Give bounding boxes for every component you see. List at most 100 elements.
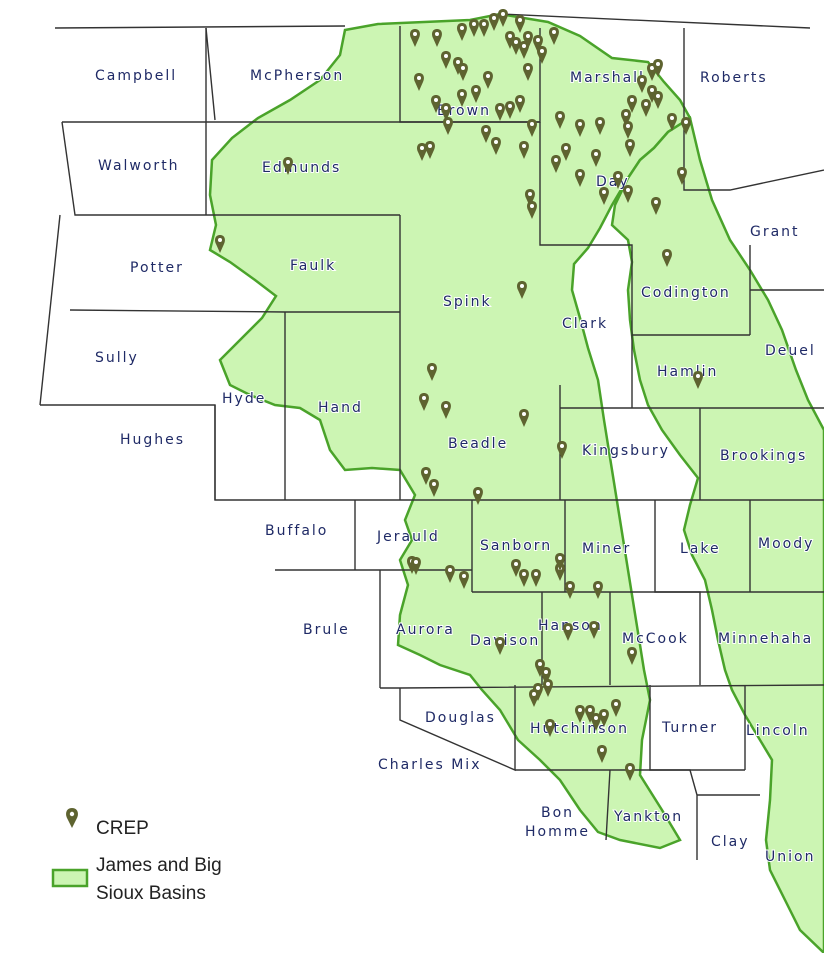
county-label: Hughes: [120, 432, 185, 448]
county-label: Clark: [562, 316, 608, 332]
county-label: Miner: [582, 541, 631, 557]
county-label: Lincoln: [746, 723, 810, 739]
county-label: Minnehaha: [718, 631, 813, 647]
crep-marker: [441, 51, 451, 69]
county-label: Edmunds: [262, 160, 341, 176]
crep-marker: [283, 157, 293, 175]
crep-marker: [431, 95, 441, 113]
crep-marker: [414, 73, 424, 91]
crep-marker: [479, 19, 489, 37]
crep-marker: [551, 155, 561, 173]
legend-basin-label-line2: Sioux Basins: [96, 883, 206, 904]
crep-marker: [523, 31, 533, 49]
basin-swatch-icon: [51, 868, 89, 888]
crep-marker: [621, 109, 631, 127]
crep-marker: [637, 75, 647, 93]
crep-marker: [481, 125, 491, 143]
crep-marker: [555, 553, 565, 571]
crep-marker: [417, 143, 427, 161]
crep-marker: [565, 581, 575, 599]
crep-marker: [662, 249, 672, 267]
county-label: Faulk: [290, 258, 336, 274]
crep-marker: [519, 141, 529, 159]
county-label: Hutchinson: [530, 721, 629, 737]
crep-marker: [575, 705, 585, 723]
county-label: Campbell: [95, 68, 177, 84]
crep-marker: [523, 63, 533, 81]
crep-marker: [425, 141, 435, 159]
crep-marker: [410, 29, 420, 47]
county-labels: Campbell McPherson Marshall Roberts Walw…: [94, 67, 816, 866]
crep-marker: [667, 113, 677, 131]
crep-marker: [591, 149, 601, 167]
crep-marker: [419, 393, 429, 411]
crep-marker: [511, 559, 521, 577]
crep-marker: [495, 103, 505, 121]
crep-marker: [457, 23, 467, 41]
county-label: Brule: [303, 622, 350, 638]
crep-marker: [458, 63, 468, 81]
county-label: Potter: [130, 260, 184, 276]
county-label: Grant: [750, 224, 800, 240]
crep-marker: [421, 467, 431, 485]
crep-marker: [589, 621, 599, 639]
county-label: Buffalo: [265, 523, 328, 539]
crep-marker: [527, 201, 537, 219]
crep-marker: [593, 581, 603, 599]
crep-marker: [537, 46, 547, 64]
crep-marker: [647, 85, 657, 103]
crep-marker: [473, 487, 483, 505]
crep-marker: [585, 705, 595, 723]
county-label: Deuel: [765, 343, 816, 359]
crep-marker: [505, 31, 515, 49]
crep-marker: [627, 647, 637, 665]
crep-marker: [453, 57, 463, 75]
crep-marker: [505, 101, 515, 119]
crep-marker: [517, 281, 527, 299]
county-label: Lake: [680, 541, 721, 557]
county-label: Hyde: [222, 391, 266, 407]
crep-marker: [597, 745, 607, 763]
crep-marker: [561, 143, 571, 161]
crep-marker: [489, 13, 499, 31]
county-label: Brookings: [720, 448, 807, 464]
crep-marker: [432, 29, 442, 47]
crep-marker: [429, 479, 439, 497]
crep-marker: [591, 713, 601, 731]
crep-marker: [545, 719, 555, 737]
crep-marker: [445, 565, 455, 583]
county-label: Spink: [443, 294, 492, 310]
crep-marker: [441, 103, 451, 121]
crep-marker: [625, 763, 635, 781]
crep-marker: [515, 95, 525, 113]
crep-marker: [623, 121, 633, 139]
crep-marker: [515, 15, 525, 33]
crep-marker: [471, 85, 481, 103]
county-label: Marshall: [570, 70, 645, 86]
crep-marker: [483, 71, 493, 89]
crep-markers: [215, 9, 703, 781]
crep-marker: [611, 699, 621, 717]
crep-marker: [599, 187, 609, 205]
crep-marker: [693, 371, 703, 389]
county-label: Davison: [470, 633, 540, 649]
big-sioux-basin: [610, 116, 824, 953]
crep-marker: [527, 119, 537, 137]
county-label: Roberts: [700, 70, 768, 86]
crep-marker: [525, 189, 535, 207]
county-label: Yankton: [613, 809, 683, 825]
crep-marker: [599, 709, 609, 727]
crep-marker: [641, 99, 651, 117]
crep-marker: [535, 659, 545, 677]
crep-marker: [557, 441, 567, 459]
county-label: Beadle: [448, 436, 508, 452]
county-label: Douglas: [425, 710, 496, 726]
county-label: McPherson: [250, 68, 344, 84]
crep-marker: [457, 89, 467, 107]
crep-marker: [519, 409, 529, 427]
crep-marker: [653, 59, 663, 77]
legend-crep-label: CREP: [96, 818, 149, 839]
county-label: Kingsbury: [582, 443, 670, 459]
crep-marker: [441, 401, 451, 419]
